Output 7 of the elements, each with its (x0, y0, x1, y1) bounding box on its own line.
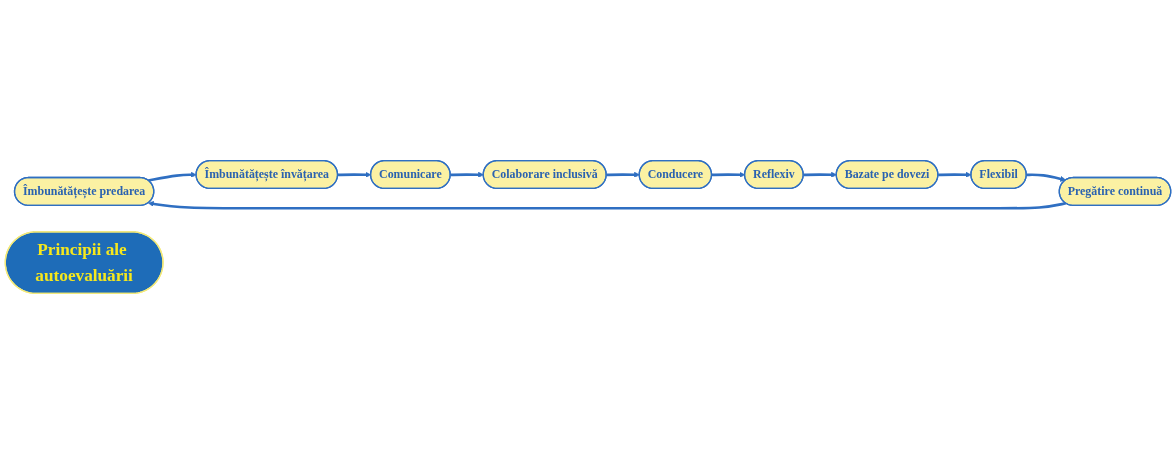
arrow (606, 171, 640, 178)
arrow (938, 171, 972, 178)
arrow (450, 171, 484, 178)
arrow (148, 171, 197, 182)
arrow (148, 201, 1067, 210)
arrow (803, 171, 837, 178)
arrow (1026, 173, 1067, 182)
